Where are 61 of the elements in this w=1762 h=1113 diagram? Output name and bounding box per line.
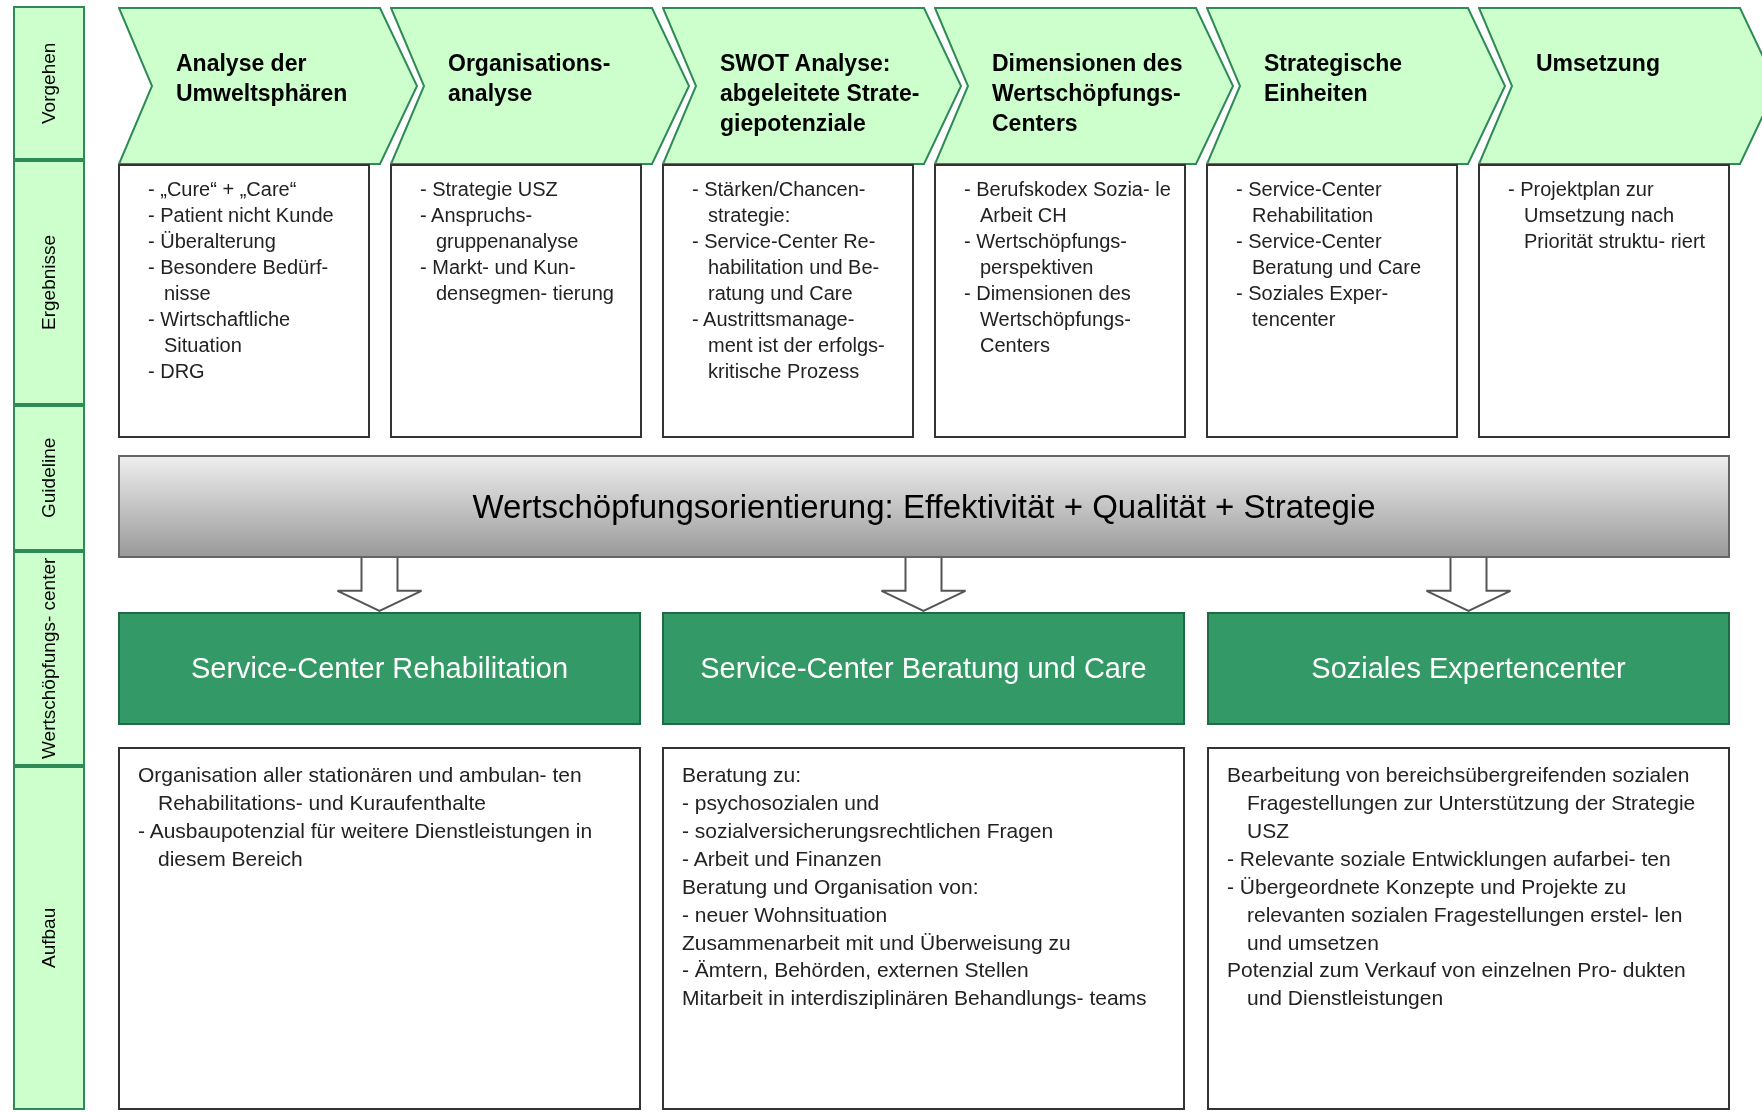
text-item: - Strategie USZ [420, 177, 559, 202]
text-item: - Arbeit und Finanzen [682, 845, 883, 872]
text-item: - neuer Wohnsituation [682, 901, 889, 928]
text-item: Beratung und Organisation von: [682, 873, 980, 900]
step-title: Umsetzung [1536, 49, 1661, 78]
text-item: - Markt- und Kun- densegmen- tierung [420, 255, 615, 306]
text-item: - Service-Center Rehabilitation [1236, 177, 1383, 228]
center-box: Service-Center Beratung und Care [662, 612, 1185, 725]
text-item: - Projektplan zur Umsetzung nach Priorität struktu- riert [1508, 177, 1707, 254]
step-title: Organisations- analyse [448, 49, 612, 108]
text-item: Potenzial zum Verkauf von einzelnen Pro- dukten und Dienstleistungen [1227, 957, 1687, 1012]
text-item: Beratung zu: [682, 762, 803, 788]
step-title: Strategische Einheiten [1264, 49, 1404, 108]
center-box: Service-Center Rehabilitation [118, 612, 641, 725]
block-arrow [880, 557, 967, 613]
text-item: - DRG [148, 359, 206, 384]
text-item: - Service-Center Beratung und Care [1236, 229, 1422, 280]
row-label-band: Vorgehen [13, 6, 85, 160]
description-box [662, 747, 1185, 1110]
step-title: SWOT Analyse: abgeleitete Strate- giepotenziale [720, 49, 920, 138]
guideline-banner: Wertschöpfungsorientierung: Effektivität + Qualität + Strategie [118, 455, 1730, 558]
text-item: - psychosozialen und [682, 789, 881, 816]
text-item: - Wirtschaftliche Situation [148, 307, 292, 358]
text-item: - Service-Center Re- habilitation und Be- ratung und Care [692, 229, 881, 306]
text-item: - Ämtern, Behörden, externen Stellen [682, 957, 1030, 984]
result-box [390, 164, 642, 438]
step-title: Dimensionen des Wertschöpfungs- Centers [992, 49, 1184, 138]
block-arrow [336, 557, 423, 613]
text-item: - Patient nicht Kunde [148, 203, 335, 228]
text-item: - Stärken/Chancen- strategie: [692, 177, 867, 228]
result-box [1478, 164, 1730, 438]
text-item: - Berufskodex Sozia- le Arbeit CH [964, 177, 1172, 228]
step-title: Analyse der Umweltsphären [176, 49, 349, 108]
text-item: - Wertschöpfungs- perspektiven [964, 229, 1129, 280]
result-box [1206, 164, 1458, 438]
row-label-band: Ergebnisse [13, 160, 85, 405]
text-item: - Dimensionen des Wertschöpfungs- Centers [964, 281, 1132, 358]
result-box [118, 164, 370, 438]
text-item: Mitarbeit in interdisziplinären Behandlungs- teams [682, 985, 1148, 1012]
description-box [1207, 747, 1730, 1110]
text-item: - Anspruchs- gruppenanalyse [420, 203, 580, 254]
text-item: - Übergeordnete Konzepte und Projekte zu relevanten sozialen Fragestellungen erstel- len und umsetzen [1227, 873, 1684, 956]
block-arrow [1425, 557, 1512, 613]
row-label-band: Aufbau [13, 766, 85, 1110]
text-item: - Soziales Exper- tencenter [1236, 281, 1390, 332]
description-box [118, 747, 641, 1110]
row-label-band: Guideline [13, 405, 85, 551]
text-item: - „Cure“ + „Care“ [148, 177, 298, 202]
text-item: Bearbeitung von bereichsübergreifenden sozialen Fragestellungen zur Unterstützung der Strategie USZ [1227, 762, 1697, 844]
text-item: - sozialversicherungsrechtlichen Fragen [682, 817, 1055, 844]
center-box: Soziales Expertencenter [1207, 612, 1730, 725]
result-box [934, 164, 1186, 438]
text-item: Zusammenarbeit mit und Überweisung zu [682, 929, 1072, 956]
result-box [662, 164, 914, 438]
text-item: - Besondere Bedürf- nisse [148, 255, 330, 306]
text-item: - Überalterung [148, 229, 277, 254]
text-item: - Ausbaupotenzial für weitere Dienstleistungen in diesem Bereich [138, 817, 594, 872]
row-label-band: Wertschöpfungs- center [13, 551, 85, 766]
text-item: Organisation aller stationären und ambulan- ten Rehabilitations- und Kuraufenthalte [138, 762, 583, 816]
text-item: - Austrittsmanage- ment ist der erfolgs- kritische Prozess [692, 307, 886, 384]
text-item: - Relevante soziale Entwicklungen aufarbei- ten [1227, 845, 1672, 872]
